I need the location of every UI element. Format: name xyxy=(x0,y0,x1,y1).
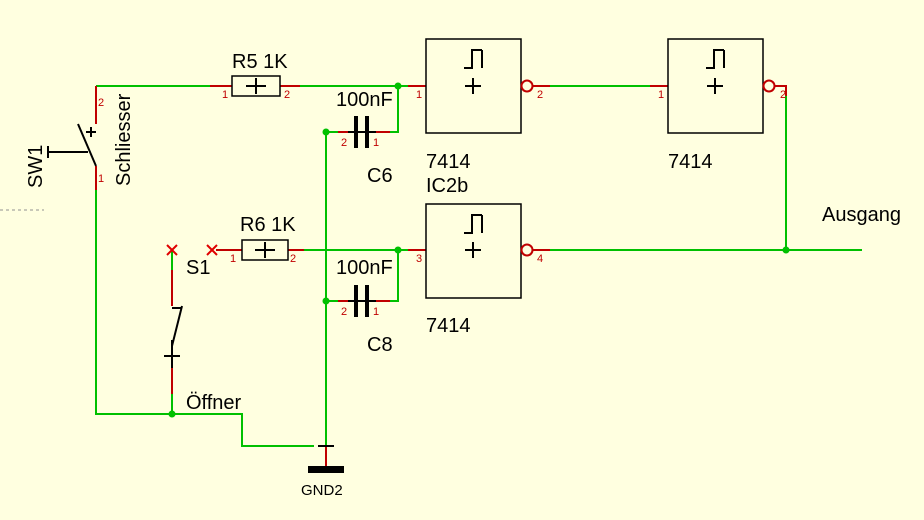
inverter-bubble xyxy=(520,243,534,257)
gnd-label: GND2 xyxy=(301,482,343,499)
c8-value: 100nF xyxy=(336,257,393,279)
gate-part: 7414 xyxy=(426,315,471,337)
schmitt-trigger-icon xyxy=(471,215,483,233)
pin-number: 2 xyxy=(290,253,296,265)
schmitt-inverter-ic2b[interactable]: 1 2 7414 IC2b xyxy=(408,38,550,197)
pin-number: 2 xyxy=(98,97,104,109)
junction-dot xyxy=(322,297,330,305)
junction-dot xyxy=(322,128,330,136)
pin-number: 1 xyxy=(658,89,664,101)
wires xyxy=(95,82,862,447)
pin-number: 3 xyxy=(416,253,422,265)
schmitt-inverter-3[interactable]: 3 4 7414 xyxy=(408,203,550,337)
unconnected-pin-mark xyxy=(206,244,218,256)
pin-number: 1 xyxy=(373,137,379,149)
pin-number: 2 xyxy=(537,89,543,101)
s1-type: Öffner xyxy=(186,392,242,414)
pin-number: 2 xyxy=(341,137,347,149)
capacitor-c8[interactable]: 2 1 100nF C8 xyxy=(336,257,393,356)
sw1-type: Schliesser xyxy=(113,93,135,186)
gate-name: IC2b xyxy=(426,175,468,197)
c6-ref: C6 xyxy=(367,165,393,187)
pin-number: 2 xyxy=(780,89,786,101)
ground-bar xyxy=(308,466,344,473)
c6-value: 100nF xyxy=(336,89,393,111)
pin-number: 1 xyxy=(98,173,104,185)
sw1-ref: SW1 xyxy=(25,145,47,188)
gate-part: 7414 xyxy=(426,151,471,173)
gate-part: 7414 xyxy=(668,151,713,173)
pin-number: 1 xyxy=(230,253,236,265)
resistor-r6[interactable]: 1 2 R6 1K xyxy=(206,214,304,265)
resistor-mark xyxy=(246,78,266,94)
s1-ref: S1 xyxy=(186,257,210,279)
gate-mark xyxy=(707,78,723,94)
output-label: Ausgang xyxy=(822,204,901,226)
pin-lead xyxy=(775,85,787,96)
inverter-bubble xyxy=(762,79,776,93)
gate-mark xyxy=(465,242,481,258)
junction-dot xyxy=(394,246,402,254)
wire-c8-pin1[interactable] xyxy=(390,250,399,302)
switch-s1[interactable]: S1 Öffner xyxy=(164,244,242,414)
r6-label: R6 1K xyxy=(240,214,296,236)
resistor-mark xyxy=(255,242,275,258)
resistor-body xyxy=(231,75,281,97)
capacitor-c6[interactable]: 2 1 100nF C6 xyxy=(336,89,393,187)
pin-number: 1 xyxy=(416,89,422,101)
wire-c6-pin1[interactable] xyxy=(390,86,399,133)
resistor-r5[interactable]: 1 2 R5 1K xyxy=(210,51,300,101)
r5-label: R5 1K xyxy=(232,51,288,73)
unconnected-pin-mark xyxy=(166,244,178,256)
ground-gnd2[interactable]: GND2 xyxy=(301,445,344,499)
switch-contact xyxy=(77,123,97,167)
pin-number: 2 xyxy=(284,89,290,101)
schmitt-inverter-2[interactable]: 1 2 7414 xyxy=(650,38,787,173)
pin-number: 1 xyxy=(373,306,379,318)
resistor-body xyxy=(241,239,289,261)
pin-number: 2 xyxy=(341,306,347,318)
junction-dot xyxy=(782,246,790,254)
switch-contact xyxy=(171,305,183,347)
gate-mark xyxy=(465,78,481,94)
junction-dot xyxy=(168,410,176,418)
schmitt-trigger-icon xyxy=(471,50,483,68)
c8-ref: C8 xyxy=(367,334,393,356)
inverter-bubble xyxy=(520,79,534,93)
schmitt-trigger-icon xyxy=(713,50,725,68)
junction-dot xyxy=(394,82,402,90)
wire-sw1-gnd[interactable] xyxy=(95,190,314,447)
pin-number: 1 xyxy=(222,89,228,101)
pin-number: 4 xyxy=(537,253,543,265)
switch-sw1[interactable]: 2 1 SW1 Schliesser xyxy=(25,86,135,190)
